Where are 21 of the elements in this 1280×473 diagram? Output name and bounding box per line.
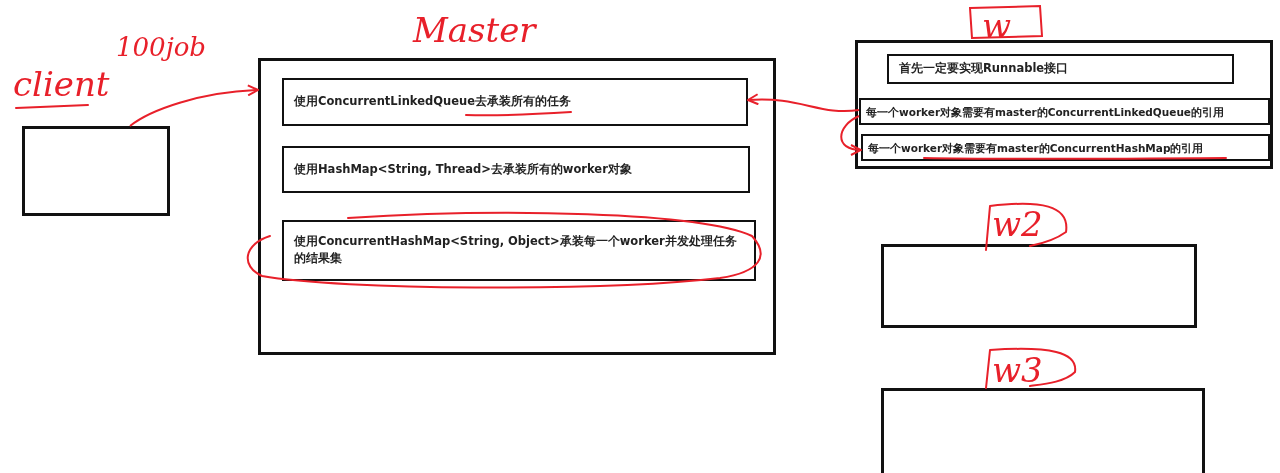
edge-label: 100job <box>116 34 206 60</box>
handwritten-arrow <box>129 84 259 127</box>
box-text: 每一个worker对象需要有master的ConcurrentHashMap的引用 <box>868 140 1205 156</box>
handwritten-heading: w3 <box>992 353 1043 387</box>
box-text: 使用HashMap<String, Thread>去承装所有的worker对象 <box>294 160 633 178</box>
task-box <box>859 98 1270 125</box>
handwritten-heading: Master <box>413 13 536 47</box>
box-text: 首先一定要实现Runnable接口 <box>899 60 1070 78</box>
task-box <box>282 78 748 126</box>
task-box <box>861 134 1270 161</box>
handwritten-arrow <box>747 93 860 113</box>
handwritten-heading: w <box>982 9 1012 43</box>
task-box <box>282 146 750 193</box>
handwritten-arrow <box>840 115 862 156</box>
box-text: 使用ConcurrentLinkedQueue去承装所有的任务 <box>294 93 572 111</box>
handwritten-heading: client <box>13 67 110 101</box>
task-box <box>887 54 1234 84</box>
box-text: 使用ConcurrentHashMap<String, Object>承装每一个worker并发处理任务的结果集 <box>294 232 738 268</box>
box-text: 每一个worker对象需要有master的ConcurrentLinkedQueue的引用 <box>866 104 1225 120</box>
handwritten-heading: w2 <box>992 207 1043 241</box>
task-box <box>282 220 756 281</box>
